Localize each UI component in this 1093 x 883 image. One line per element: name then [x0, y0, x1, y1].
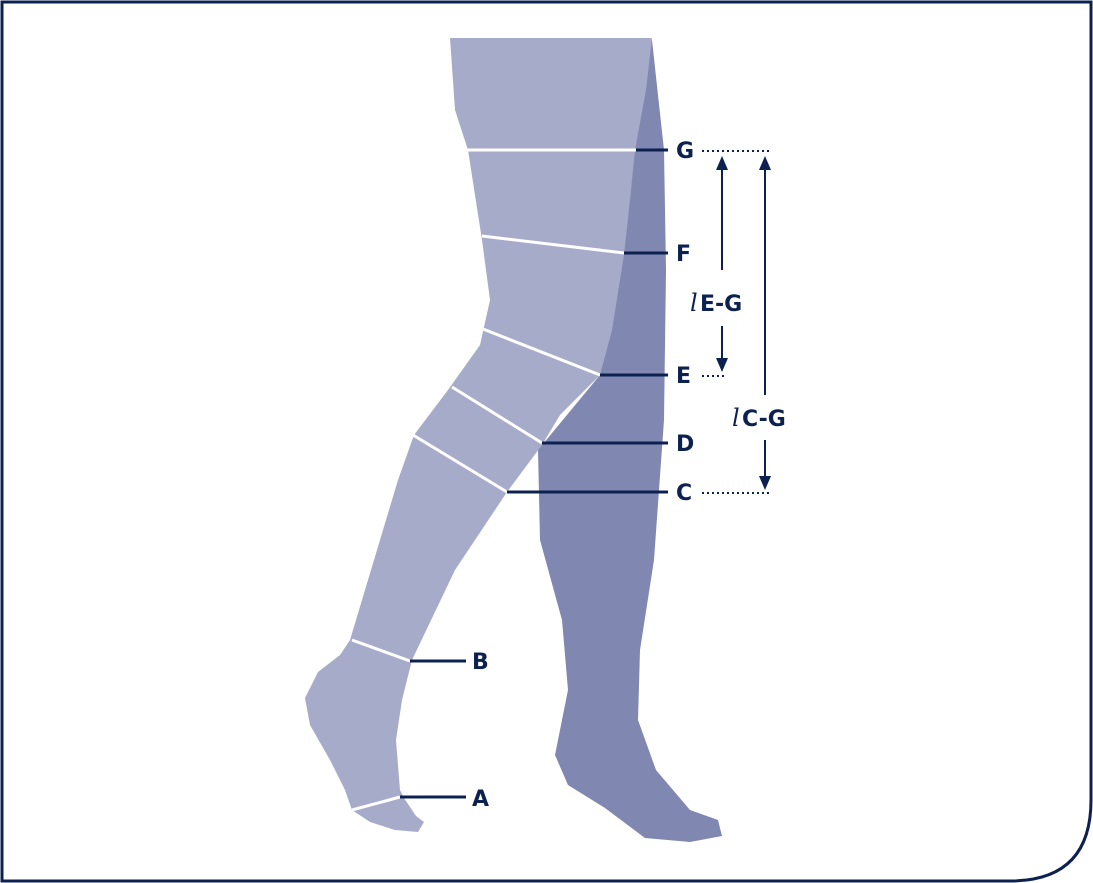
arrowhead-eg-top — [716, 156, 728, 170]
arrowhead-eg-bottom — [716, 358, 728, 372]
label-g: G — [676, 139, 694, 164]
label-c: C — [676, 481, 692, 506]
length-label-cg: l C-G — [732, 404, 786, 432]
length-cg-prefix: l — [732, 404, 740, 432]
dimension-cg — [759, 156, 771, 490]
label-f: F — [676, 242, 691, 267]
arrowhead-cg-top — [759, 156, 771, 170]
label-d: D — [676, 432, 694, 457]
label-b: B — [472, 650, 489, 675]
dotted-extensions — [702, 151, 770, 493]
length-eg-prefix: l — [690, 289, 698, 317]
length-cg-text: C-G — [742, 407, 786, 432]
label-a: A — [472, 787, 489, 812]
label-e: E — [676, 364, 691, 389]
length-eg-text: E-G — [700, 292, 742, 317]
dimension-eg — [716, 156, 728, 372]
length-label-eg: l E-G — [690, 289, 742, 317]
arrowhead-cg-bottom — [759, 476, 771, 490]
